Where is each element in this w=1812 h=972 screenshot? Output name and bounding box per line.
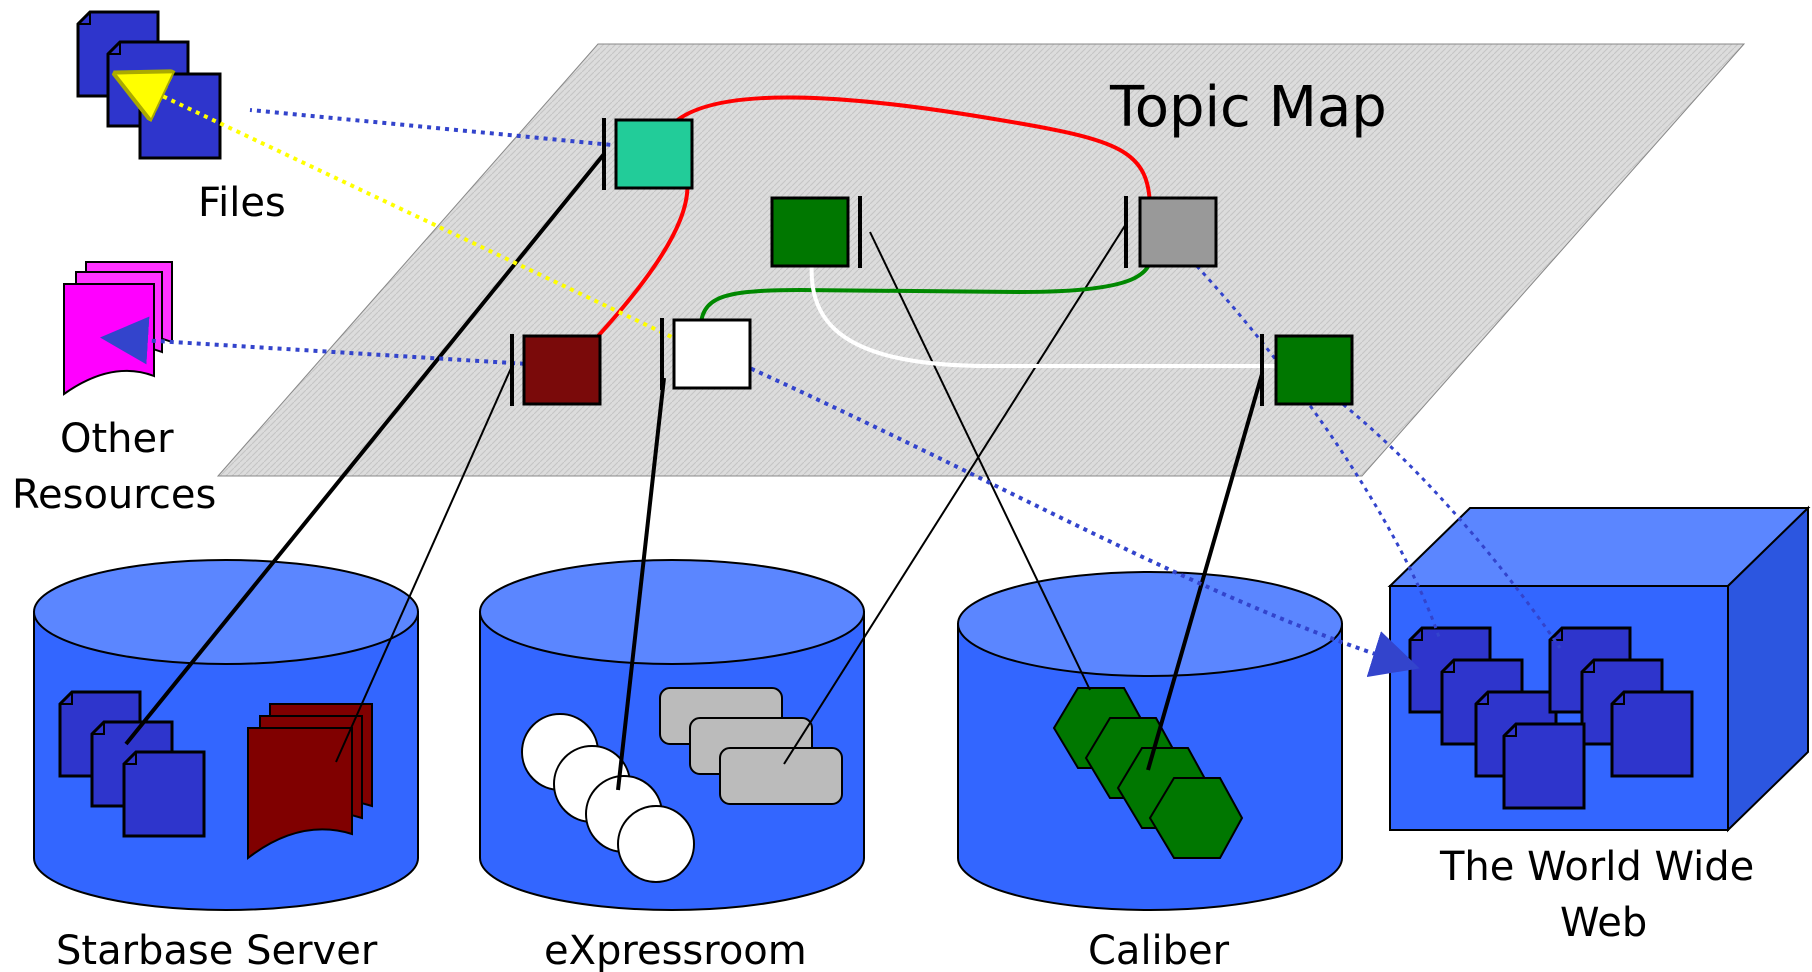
topic-white[interactable]: [660, 318, 752, 390]
topic-green-lower[interactable]: [1260, 334, 1354, 406]
caliber-label: Caliber: [1088, 928, 1230, 972]
other-resources-label-line2: Resources: [12, 472, 216, 518]
starbase-server-label: Starbase Server: [56, 928, 378, 972]
other-resources-icon: [63, 261, 173, 396]
expressroom-label: eXpressroom: [544, 928, 807, 972]
topic-map-plane: [216, 43, 1746, 477]
topic-teal[interactable]: [602, 118, 694, 190]
topic-maroon[interactable]: [510, 334, 602, 406]
expressroom-circles-icon: [521, 713, 695, 883]
caliber-hexagons-icon: [1052, 687, 1244, 859]
expressroom-cylinder: [479, 559, 865, 911]
topic-green-upper[interactable]: [770, 196, 862, 268]
world-wide-web-label-line2: Web: [1560, 900, 1647, 946]
expressroom-gray-boxes-icon: [659, 687, 843, 805]
topic-gray[interactable]: [1124, 196, 1218, 268]
topic-map-title: Topic Map: [1109, 75, 1387, 140]
occurrence-links: [124, 152, 1264, 791]
files-documents-icon: [76, 10, 222, 160]
world-wide-web-label-line1: The World Wide: [1439, 844, 1754, 890]
starbase-maroon-documents-icon: [247, 703, 373, 861]
other-resources-label-line1: Other: [60, 416, 174, 462]
files-label: Files: [198, 180, 286, 226]
external-occurrence-arrows: [100, 76, 1562, 678]
